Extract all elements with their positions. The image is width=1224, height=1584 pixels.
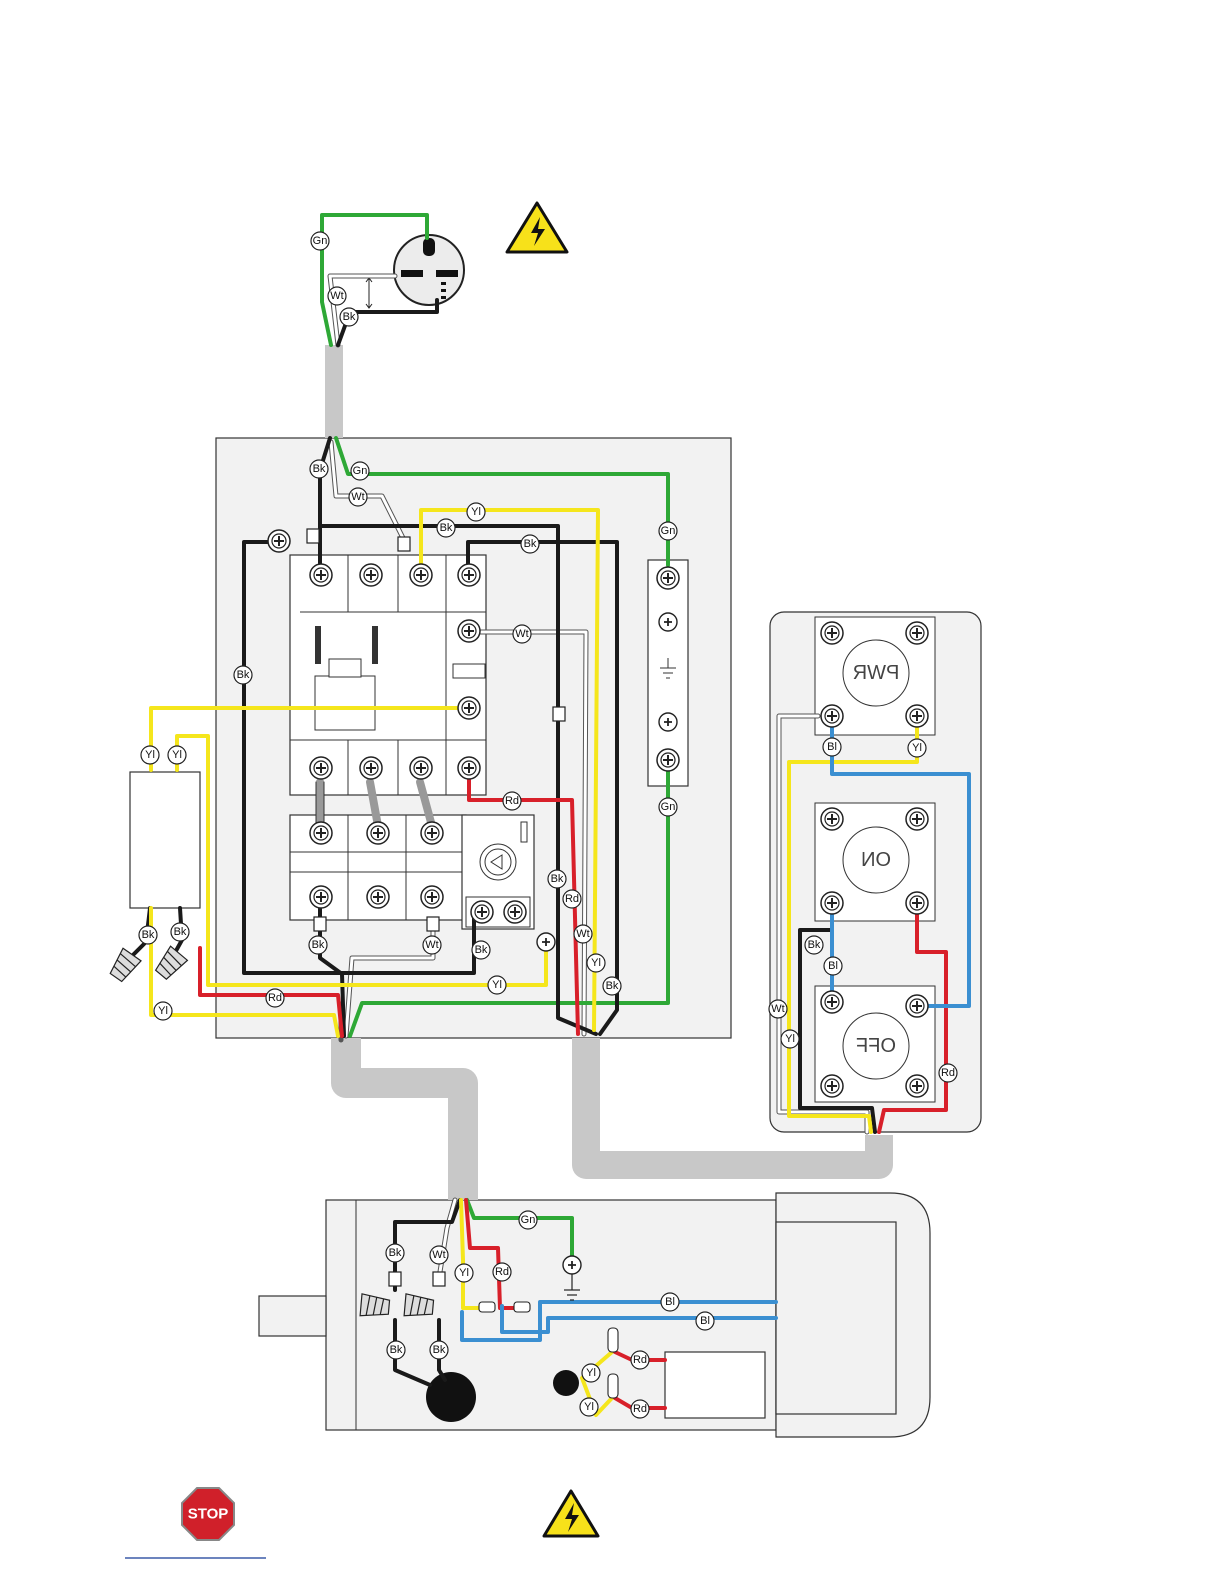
- warning-icon: [507, 203, 567, 252]
- off-button-label: OFF: [856, 1035, 896, 1057]
- motor-fan-cover: [776, 1222, 896, 1414]
- wire-label-bk: Bk: [237, 669, 250, 681]
- wire-label-wt: Wt: [351, 491, 364, 503]
- wire-label-bl: Bl: [665, 1296, 675, 1308]
- wire-label-rd: Rd: [633, 1403, 647, 1415]
- wire-label-bl: Bl: [827, 741, 837, 753]
- wire-label-gn: Gn: [521, 1214, 536, 1226]
- wire-label-bl: Bl: [700, 1315, 710, 1327]
- wire-label-bk: Bk: [524, 538, 537, 550]
- wire-label-bk: Bk: [390, 1344, 403, 1356]
- wire-label-gn: Gn: [313, 235, 328, 247]
- motor-winding-aux: [553, 1370, 579, 1396]
- wire-label-bk: Bk: [606, 980, 619, 992]
- stop-label: STOP: [188, 1506, 229, 1523]
- wire-label-bk: Bk: [313, 463, 326, 475]
- wire-label-rd: Rd: [941, 1067, 955, 1079]
- on-button-label: ON: [861, 849, 891, 871]
- wire-label-yl: Yl: [145, 749, 155, 761]
- wire-label-gn: Gn: [661, 525, 676, 537]
- capacitor-box: [665, 1352, 765, 1418]
- wire-label-yl: Yl: [584, 1401, 594, 1413]
- wire-label-bk: Bk: [808, 939, 821, 951]
- wire-label-wt: Wt: [515, 628, 528, 640]
- wire-label-bk: Bk: [440, 522, 453, 534]
- wire-label-bk: Bk: [551, 873, 564, 885]
- wire-label-yl: Yl: [586, 1367, 596, 1379]
- wire-label-wt: Wt: [576, 928, 589, 940]
- stop-icon: STOP: [182, 1488, 234, 1540]
- wire-label-bk: Bk: [433, 1344, 446, 1356]
- wire-label-yl: Yl: [492, 979, 502, 991]
- wire-label-bk: Bk: [312, 939, 325, 951]
- wire-label-bl: Bl: [828, 960, 838, 972]
- wire-label-yl: Yl: [591, 957, 601, 969]
- wire-label-gn: Gn: [353, 465, 368, 477]
- wire-label-bk: Bk: [343, 311, 356, 323]
- wire-label-wt: Wt: [771, 1003, 784, 1015]
- pwr-button-label: PWR: [853, 662, 900, 684]
- wire-label-rd: Rd: [633, 1354, 647, 1366]
- motor-shaft: [259, 1296, 326, 1336]
- wire-label-yl: Yl: [471, 506, 481, 518]
- wire-label-bk: Bk: [174, 926, 187, 938]
- wire-label-bk: Bk: [142, 929, 155, 941]
- plug: [366, 235, 464, 308]
- wire-label-gn: Gn: [661, 801, 676, 813]
- wire-label-rd: Rd: [565, 893, 579, 905]
- wire-label-yl: Yl: [785, 1033, 795, 1045]
- wire-label-wt: Wt: [330, 290, 343, 302]
- wire-label-bk: Bk: [475, 944, 488, 956]
- conduit-to-motor: [346, 1038, 463, 1200]
- wire-label-rd: Rd: [268, 992, 282, 1004]
- wire-label-rd: Rd: [505, 795, 519, 807]
- warning-icon: [544, 1491, 598, 1536]
- wire-label-wt: Wt: [432, 1249, 445, 1261]
- wire-label-rd: Rd: [495, 1266, 509, 1278]
- motor-winding-main: [426, 1372, 476, 1422]
- wire-label-wt: Wt: [425, 939, 438, 951]
- wire-label-yl: Yl: [912, 742, 922, 754]
- wire-label-yl: Yl: [172, 749, 182, 761]
- wire-label-bk: Bk: [389, 1247, 402, 1259]
- wire-label-yl: Yl: [459, 1267, 469, 1279]
- start-capacitor: [130, 772, 200, 908]
- wire-label-yl: Yl: [158, 1005, 168, 1017]
